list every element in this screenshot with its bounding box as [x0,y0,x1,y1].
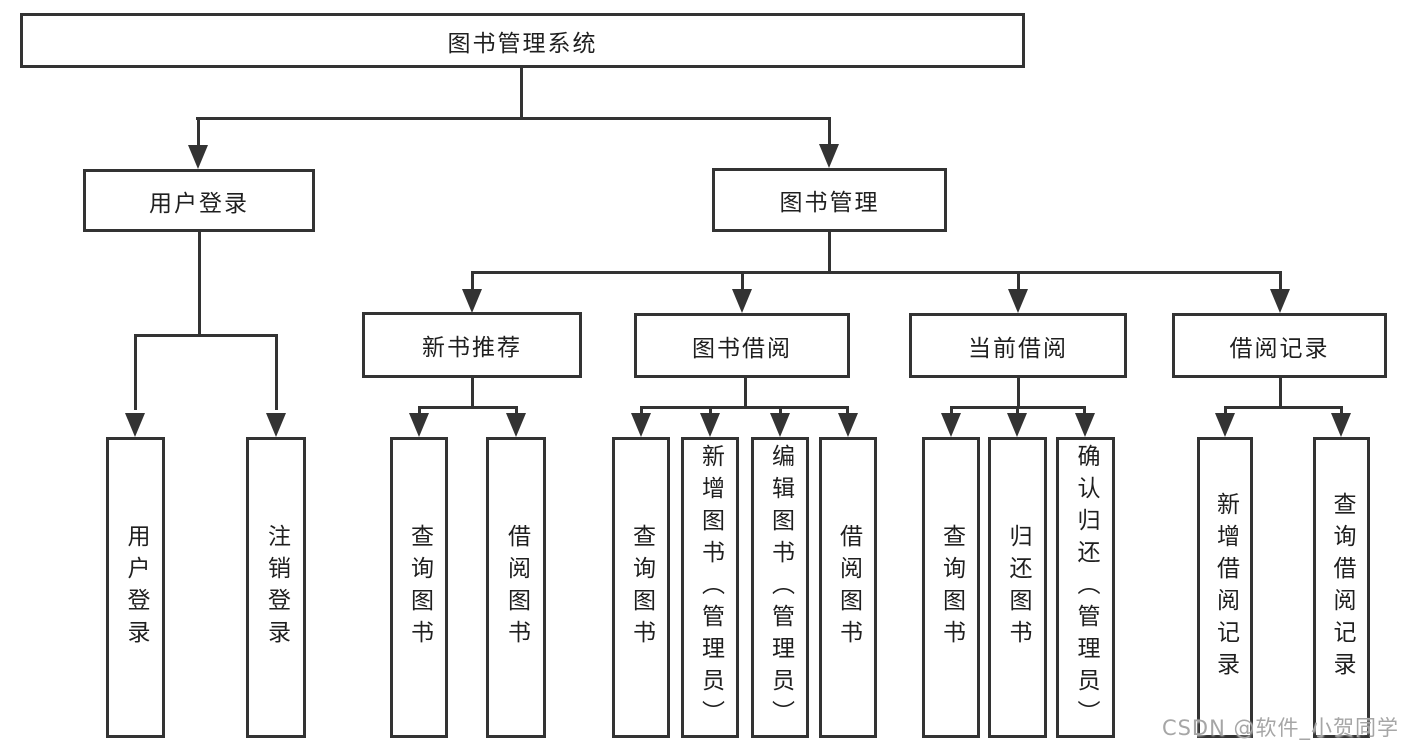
connector [828,232,831,274]
leaf-borrow-books-borrowing: 借阅图书 [819,437,877,738]
arrow-down [631,413,651,437]
connector [198,232,201,336]
arrow-down [1331,413,1351,437]
node-new-book-recommend: 新书推荐 [362,312,582,378]
leaf-user-login: 用户登录 [106,437,165,738]
leaf-query-books-newbooks: 查询图书 [390,437,448,738]
connector [197,117,200,147]
leaf-query-books-borrowing-label: 查询图书 [628,523,655,652]
connector [1224,406,1343,409]
connector [515,406,518,416]
arrow-down [700,413,720,437]
leaf-return-books: 归还图书 [988,437,1047,738]
arrow-down [1007,413,1027,437]
node-new-book-recommend-label: 新书推荐 [422,335,522,361]
connector [471,378,474,408]
leaf-edit-books-admin: 编辑图书（管理员） [751,437,809,738]
arrow-down [941,413,961,437]
connector [640,406,849,409]
connector [134,334,278,337]
leaf-borrow-books-newbooks: 借阅图书 [486,437,546,738]
arrow-down [1075,413,1095,437]
connector [1279,271,1282,289]
arrow-down [819,144,839,168]
connector [741,271,744,289]
leaf-query-books-borrowing: 查询图书 [612,437,670,738]
connector [828,117,831,147]
connector [418,406,518,409]
leaf-user-login-label: 用户登录 [123,523,149,652]
connector [1279,378,1282,408]
leaf-add-borrow-record: 新增借阅记录 [1197,437,1253,738]
node-current-borrowing: 当前借阅 [909,313,1127,378]
connector [418,406,421,416]
connector [275,334,278,410]
connector [846,406,849,416]
connector [1083,406,1086,416]
leaf-confirm-return-admin: 确认归还（管理员） [1056,437,1115,738]
arrow-down [125,413,145,437]
arrow-down [770,413,790,437]
arrow-down [732,289,752,313]
node-book-borrowing-label: 图书借阅 [692,335,792,362]
node-borrowing-records-label: 借阅记录 [1229,335,1330,362]
arrow-down [266,413,286,437]
connector [779,406,782,416]
leaf-confirm-return-admin-label: 确认归还（管理员） [1073,443,1099,732]
arrow-down [188,145,208,169]
csdn-watermark: CSDN @软件_小贺同学 [1161,716,1399,740]
connector [1016,406,1019,416]
node-book-management-label: 图书管理 [779,190,880,216]
connector [1017,378,1020,408]
leaf-add-borrow-record-label: 新增借阅记录 [1212,491,1239,684]
node-user-login: 用户登录 [83,169,315,232]
connector [1017,271,1020,289]
arrow-down [1215,413,1235,437]
connector [1340,406,1343,416]
connector [950,406,953,416]
connector [1224,406,1227,416]
node-book-management: 图书管理 [712,168,947,232]
arrow-down [838,413,858,437]
node-current-borrowing-label: 当前借阅 [968,335,1068,362]
arrow-down [409,413,429,437]
leaf-borrow-books-borrowing-label: 借阅图书 [835,523,862,652]
leaf-query-books-newbooks-label: 查询图书 [406,523,433,652]
connector [709,406,712,416]
leaf-query-borrow-record: 查询借阅记录 [1313,437,1370,738]
leaf-logout: 注销登录 [246,437,306,738]
arrow-down [506,413,526,437]
leaf-add-books-admin: 新增图书（管理员） [681,437,739,738]
connector [520,68,523,118]
leaf-borrow-books-newbooks-label: 借阅图书 [503,523,530,652]
node-user-login-label: 用户登录 [149,190,249,217]
node-root-library-system: 图书管理系统 [20,13,1025,68]
connector [640,406,643,416]
connector [471,271,474,289]
connector [134,334,137,410]
arrow-down [462,289,482,313]
leaf-query-borrow-record-label: 查询借阅记录 [1329,491,1355,684]
node-borrowing-records: 借阅记录 [1172,313,1387,378]
leaf-return-books-label: 归还图书 [1005,523,1031,652]
arrow-down [1270,289,1290,313]
leaf-edit-books-admin-label: 编辑图书（管理员） [767,443,794,732]
connector [744,378,747,408]
node-root-label: 图书管理系统 [447,30,598,57]
connector [196,117,831,120]
connector [471,271,1282,274]
leaf-query-books-current: 查询图书 [922,437,980,738]
leaf-query-books-current-label: 查询图书 [938,523,965,652]
arrow-down [1008,289,1028,313]
node-book-borrowing: 图书借阅 [634,313,850,378]
leaf-add-books-admin-label: 新增图书（管理员） [697,443,724,732]
leaf-logout-label: 注销登录 [263,523,290,652]
